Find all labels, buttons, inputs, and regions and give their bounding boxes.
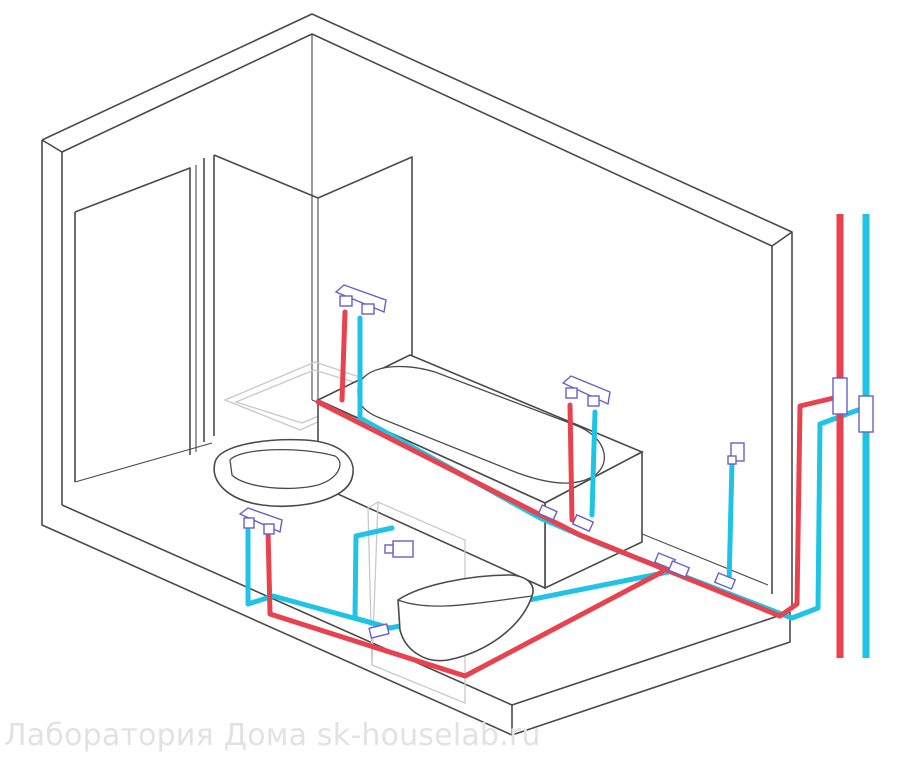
- washbasin-faucet-icon: [238, 507, 283, 535]
- bathtub: [316, 354, 644, 590]
- tee-fitting-6: [368, 623, 390, 639]
- tee-fitting-5: [713, 572, 737, 590]
- watermark-text: Лаборатория Дома sk-houselab.ru: [4, 718, 541, 753]
- riser-tee-cold-icon: [858, 395, 874, 433]
- toilet: [397, 574, 534, 662]
- washbasin: [213, 438, 354, 508]
- tee-fitting-1: [537, 504, 558, 521]
- toilet-valve-icon: [384, 540, 414, 558]
- bath-faucet-icon: [561, 375, 611, 407]
- faucets-and-fittings: [238, 284, 874, 639]
- tee-fitting-2: [571, 513, 595, 533]
- partition-wall: [74, 154, 413, 482]
- wall-outlet-icon: [727, 442, 745, 465]
- shower-faucet-icon: [334, 284, 387, 315]
- riser-tee-hot-icon: [832, 377, 848, 415]
- hot-water-pipes: [265, 214, 845, 679]
- tee-fitting-4: [667, 560, 691, 578]
